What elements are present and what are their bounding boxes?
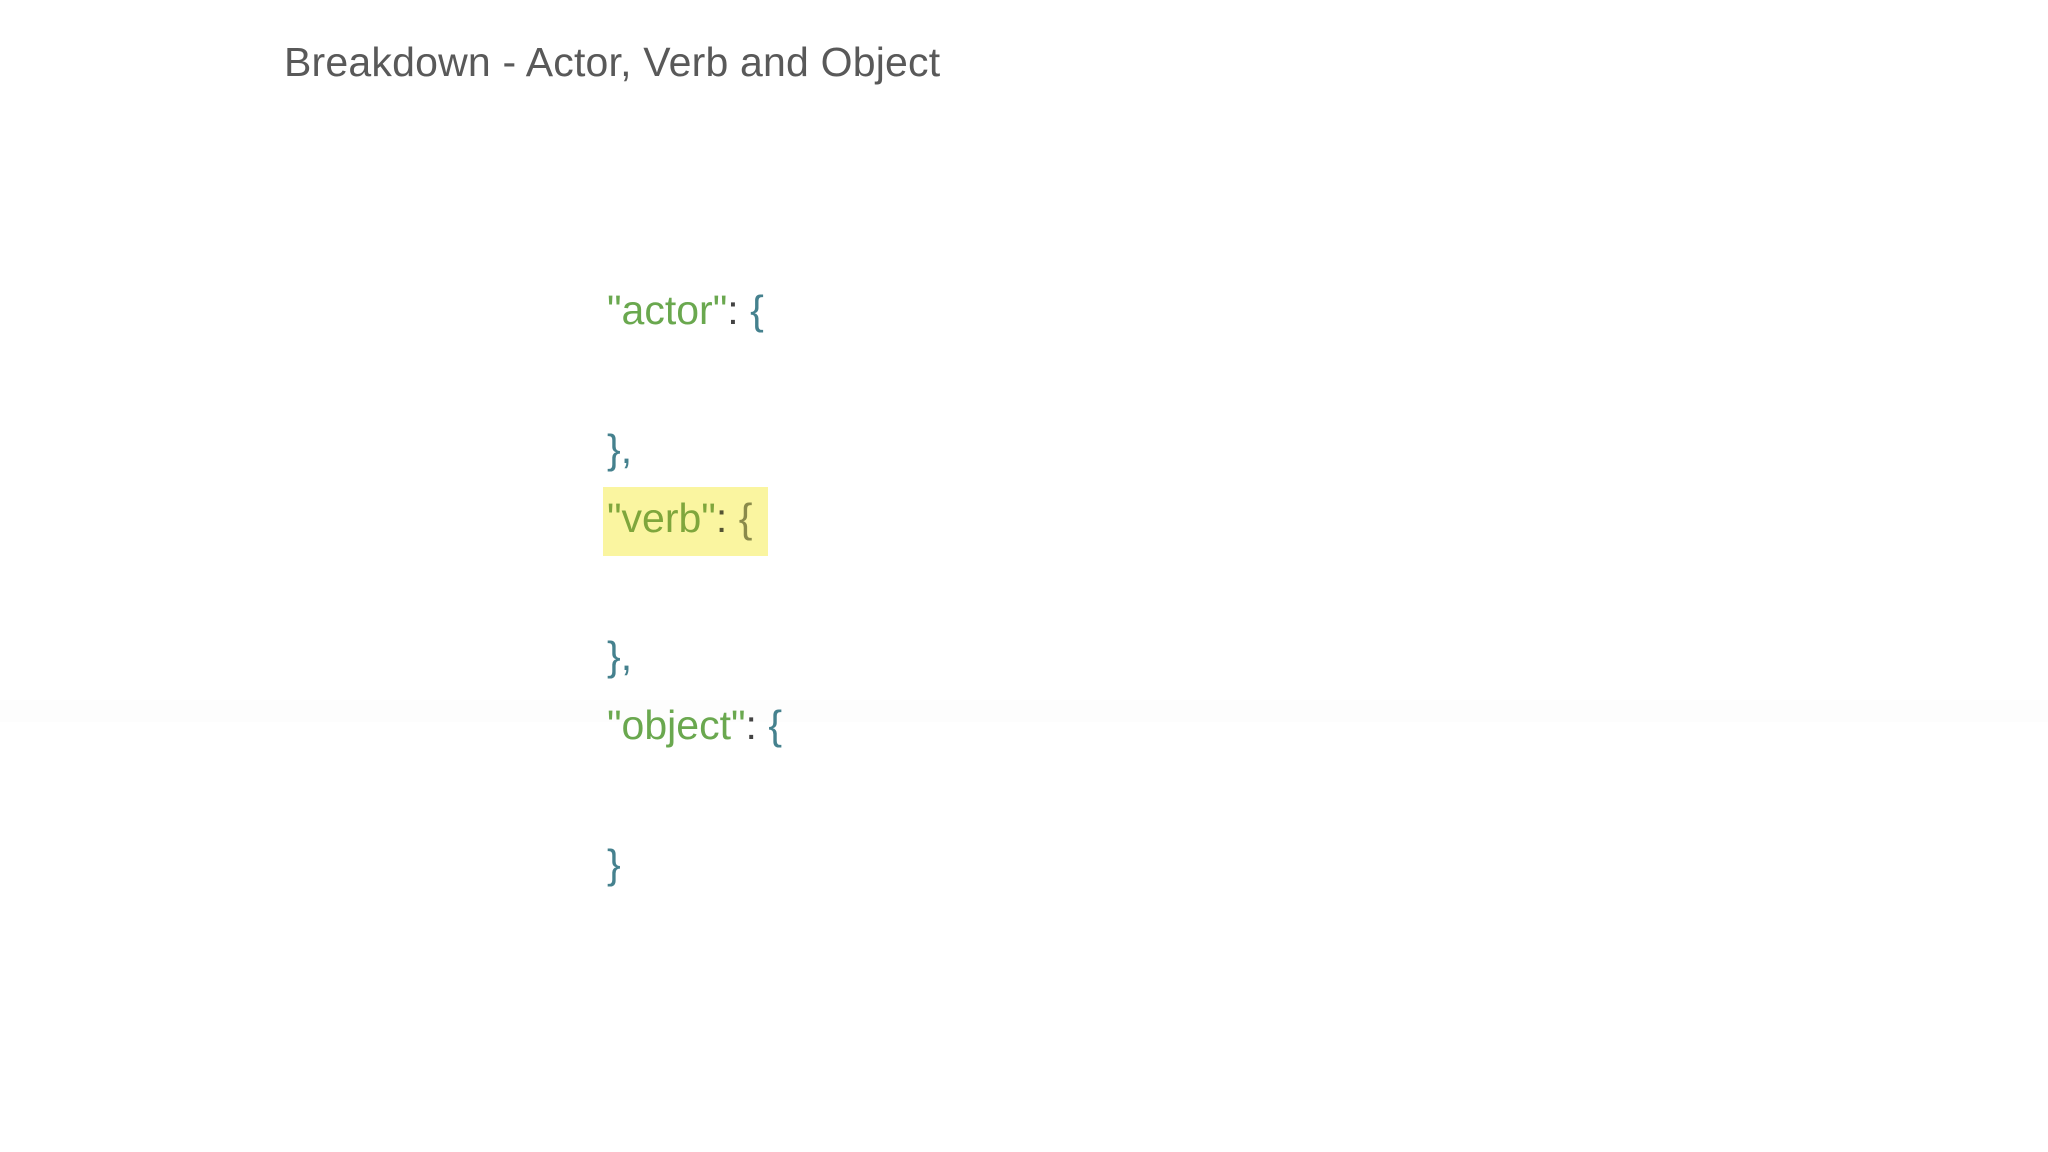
json-key-verb: "verb": [607, 495, 716, 541]
json-brace-close-object: }: [607, 841, 621, 887]
code-line-object-open: "object": {: [607, 705, 782, 746]
json-colon-object: :: [745, 702, 757, 748]
code-line-verb-body: [607, 567, 618, 608]
json-brace-close-actor: },: [607, 426, 633, 472]
background-band: [0, 700, 2048, 722]
code-line-actor-body: [607, 359, 618, 400]
slide-title: Breakdown - Actor, Verb and Object: [284, 39, 941, 85]
code-line-actor-close: },: [607, 429, 632, 470]
background-band: [0, 1090, 2048, 1100]
code-line-verb-close: },: [607, 636, 632, 677]
json-brace-open-object: {: [768, 702, 783, 748]
code-line-object-close: }: [607, 844, 621, 885]
code-line-actor-open: "actor": {: [607, 290, 764, 331]
json-key-actor: "actor": [607, 287, 728, 333]
json-brace-open-actor: {: [750, 287, 764, 333]
json-brace-close-verb: },: [607, 633, 633, 679]
json-colon-actor: :: [727, 287, 739, 333]
code-line-verb-open: "verb": {: [603, 487, 769, 556]
json-brace-open-verb: {: [738, 495, 753, 541]
json-key-object: "object": [607, 702, 746, 748]
json-colon-verb: :: [715, 495, 728, 541]
code-line-object-body: [607, 775, 618, 816]
